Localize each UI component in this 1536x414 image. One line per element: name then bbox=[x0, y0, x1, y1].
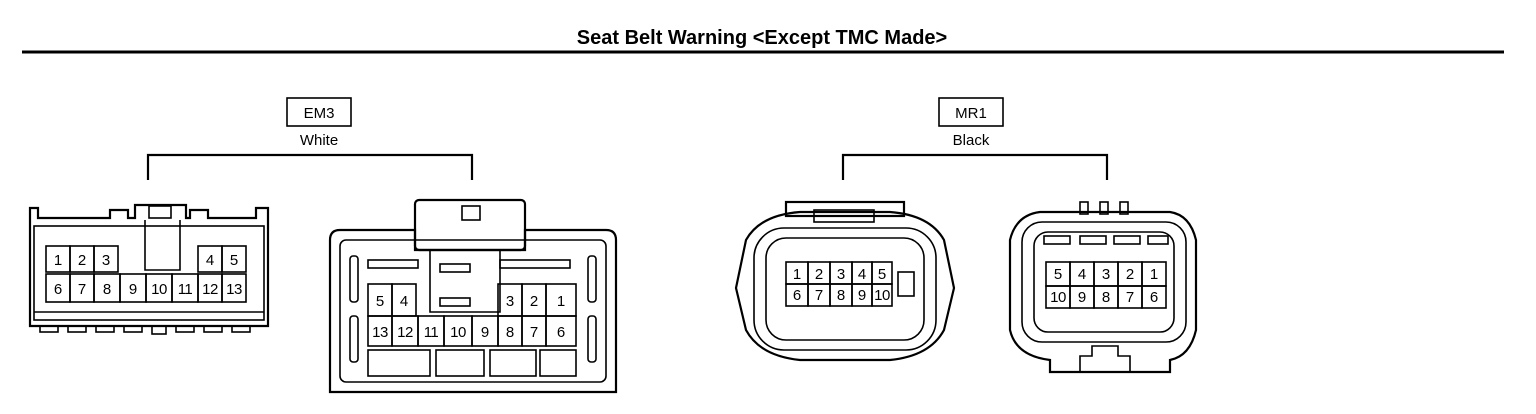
pin-label: 13 bbox=[226, 281, 242, 298]
mr1-bracket bbox=[841, 153, 1109, 180]
pin-label: 11 bbox=[424, 324, 439, 341]
em3-id-box bbox=[286, 97, 352, 127]
em3-connector-front: 1 2 3 4 5 6 7 8 9 10 11 12 13 bbox=[28, 203, 270, 335]
pin-label: 6 bbox=[54, 281, 62, 298]
mr1-id-box bbox=[938, 97, 1004, 127]
pin-label: 4 bbox=[400, 293, 408, 310]
pin-label: 4 bbox=[206, 252, 214, 269]
pin-label: 11 bbox=[178, 281, 193, 298]
mr1-connector-front: 1 2 3 4 5 6 7 8 9 10 bbox=[734, 200, 956, 362]
pin-label: 3 bbox=[506, 293, 514, 310]
mr1-id: MR1 bbox=[955, 105, 987, 122]
pin-label: 8 bbox=[1102, 289, 1110, 306]
em3-front-pins: 1 2 3 4 5 6 7 8 9 10 11 12 13 bbox=[45, 245, 247, 303]
pin-label: 10 bbox=[1050, 289, 1066, 306]
pin-label: 2 bbox=[530, 293, 538, 310]
pin-label: 2 bbox=[1126, 266, 1134, 283]
em3-id: EM3 bbox=[304, 105, 335, 122]
pin-label: 12 bbox=[397, 324, 413, 341]
pin-label: 3 bbox=[102, 252, 110, 269]
mr1-label-group: MR1 Black bbox=[841, 97, 1109, 180]
pin-label: 1 bbox=[557, 293, 565, 310]
pin-label: 9 bbox=[129, 281, 137, 298]
mr1-color: Black bbox=[953, 132, 990, 149]
diagram-title: Seat Belt Warning <Except TMC Made> bbox=[577, 27, 947, 49]
pin-label: 1 bbox=[54, 252, 62, 269]
pin-label: 10 bbox=[874, 287, 890, 304]
pin-label: 2 bbox=[815, 266, 823, 283]
em3-label-group: EM3 White bbox=[146, 97, 474, 180]
pin-label: 9 bbox=[858, 287, 866, 304]
pin-label: 10 bbox=[450, 324, 466, 341]
pin-label: 9 bbox=[481, 324, 489, 341]
pin-label: 7 bbox=[78, 281, 86, 298]
pin-label: 1 bbox=[1150, 266, 1158, 283]
em3-color: White bbox=[300, 132, 338, 149]
em3-bracket bbox=[146, 153, 474, 180]
pin-label: 6 bbox=[793, 287, 801, 304]
mr1-rear-pins: 5 4 3 2 1 10 9 8 7 6 bbox=[1045, 261, 1167, 309]
pin-label: 10 bbox=[151, 281, 167, 298]
pin-label: 5 bbox=[230, 252, 238, 269]
pin-label: 6 bbox=[557, 324, 565, 341]
pin-label: 9 bbox=[1078, 289, 1086, 306]
pin-label: 7 bbox=[1126, 289, 1134, 306]
pin-label: 5 bbox=[878, 266, 886, 283]
pin-label: 12 bbox=[202, 281, 218, 298]
pin-label: 4 bbox=[1078, 266, 1086, 283]
pin-label: 5 bbox=[1054, 266, 1062, 283]
em3-connector-rear: 5 4 3 2 1 13 12 11 10 9 8 7 6 bbox=[328, 198, 618, 394]
pin-label: 3 bbox=[837, 266, 845, 283]
pin-label: 6 bbox=[1150, 289, 1158, 306]
pin-label: 1 bbox=[793, 266, 801, 283]
mr1-connector-rear: 5 4 3 2 1 10 9 8 7 6 bbox=[1008, 201, 1198, 374]
mr1-front-pins: 1 2 3 4 5 6 7 8 9 10 bbox=[785, 261, 893, 307]
pin-label: 3 bbox=[1102, 266, 1110, 283]
pin-label: 4 bbox=[858, 266, 866, 283]
pin-label: 8 bbox=[103, 281, 111, 298]
pin-label: 8 bbox=[506, 324, 514, 341]
pin-label: 7 bbox=[530, 324, 538, 341]
pin-label: 2 bbox=[78, 252, 86, 269]
pin-label: 13 bbox=[372, 324, 388, 341]
pin-label: 8 bbox=[837, 287, 845, 304]
pin-label: 7 bbox=[815, 287, 823, 304]
em3-rear-pins: 5 4 3 2 1 13 12 11 10 9 8 7 6 bbox=[367, 283, 577, 347]
pin-label: 5 bbox=[376, 293, 384, 310]
